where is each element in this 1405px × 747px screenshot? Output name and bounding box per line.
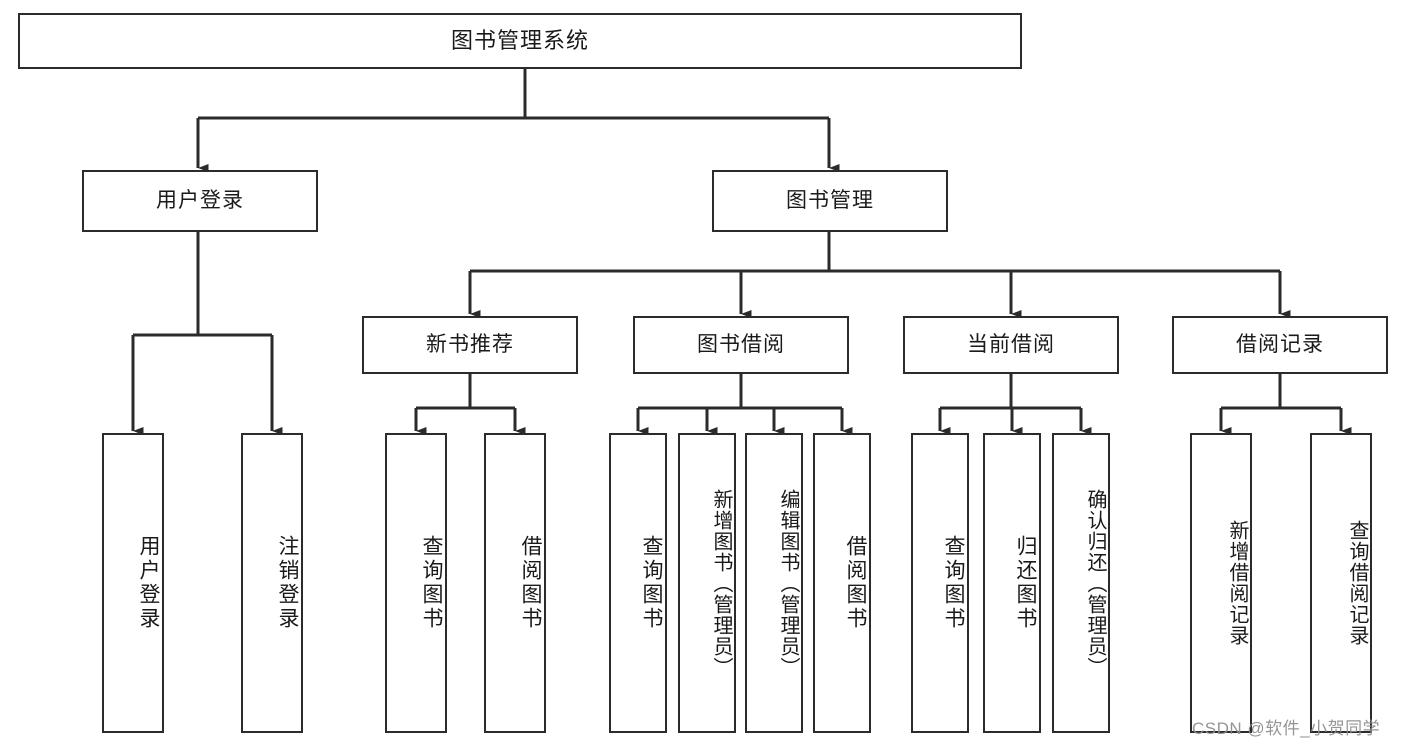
leaf-query-book[interactable]: 查询图书 bbox=[609, 433, 667, 733]
node-book-management[interactable]: 图书管理 bbox=[712, 170, 948, 232]
leaf-query-book-recommendation[interactable]: 查询图书 bbox=[385, 433, 447, 733]
leaf-user-login[interactable]: 用户登录 bbox=[102, 433, 164, 733]
node-user-login[interactable]: 用户登录 bbox=[82, 170, 318, 232]
leaf-borrow-book[interactable]: 借阅图书 bbox=[813, 433, 871, 733]
node-book-borrowing[interactable]: 图书借阅 bbox=[633, 316, 849, 374]
node-root-book-management-system[interactable]: 图书管理系统 bbox=[18, 13, 1022, 69]
leaf-query-book-current[interactable]: 查询图书 bbox=[911, 433, 969, 733]
leaf-add-borrow-record[interactable]: 新增借阅记录 bbox=[1190, 433, 1252, 733]
csdn-watermark: CSDN @软件_小贺同学 bbox=[1192, 719, 1381, 738]
leaf-confirm-return-admin[interactable]: 确认归还（管理员） bbox=[1052, 433, 1110, 733]
node-current-borrowing[interactable]: 当前借阅 bbox=[903, 316, 1119, 374]
leaf-query-borrow-record[interactable]: 查询借阅记录 bbox=[1310, 433, 1372, 733]
leaf-add-book-admin[interactable]: 新增图书（管理员） bbox=[678, 433, 736, 733]
node-borrowing-record[interactable]: 借阅记录 bbox=[1172, 316, 1388, 374]
leaf-borrow-book-recommendation[interactable]: 借阅图书 bbox=[484, 433, 546, 733]
node-new-book-recommendation[interactable]: 新书推荐 bbox=[362, 316, 578, 374]
leaf-return-book[interactable]: 归还图书 bbox=[983, 433, 1041, 733]
leaf-user-logout[interactable]: 注销登录 bbox=[241, 433, 303, 733]
leaf-edit-book-admin[interactable]: 编辑图书（管理员） bbox=[745, 433, 803, 733]
